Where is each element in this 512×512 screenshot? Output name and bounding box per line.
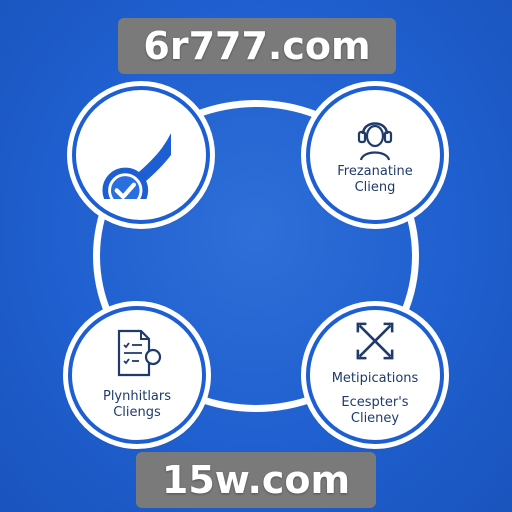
node-bottom-left-label-2: Cliengs: [113, 405, 161, 420]
node-top-left[interactable]: [72, 86, 210, 224]
node-bottom-right-label-3: Clieney: [350, 411, 400, 426]
document-icon: [117, 329, 162, 377]
connecting-ring: [93, 100, 419, 412]
node-top-right-label-2: Clieng: [354, 180, 396, 195]
node-bottom-left[interactable]: Plynhitlars Cliengs: [68, 306, 206, 444]
node-bottom-right-label-1: Metipications: [331, 371, 419, 386]
node-bottom-right[interactable]: Metipications Ecespter's Clieney: [306, 306, 444, 444]
node-top-right[interactable]: Frezanatine Clieng: [306, 86, 444, 224]
node-bottom-right-label-2: Ecespter's: [341, 395, 409, 410]
node-top-right-label-1: Frezanatine: [337, 164, 413, 179]
headset-person-icon: [357, 122, 393, 161]
checkmark-pin-icon: [102, 133, 171, 199]
node-bottom-left-label-1: Plynhitlars: [102, 389, 172, 404]
watermark-banner-top: 6r777.com: [118, 18, 396, 74]
watermark-banner-bottom: 15w.com: [136, 452, 376, 508]
arrows-expand-icon: [356, 322, 394, 360]
